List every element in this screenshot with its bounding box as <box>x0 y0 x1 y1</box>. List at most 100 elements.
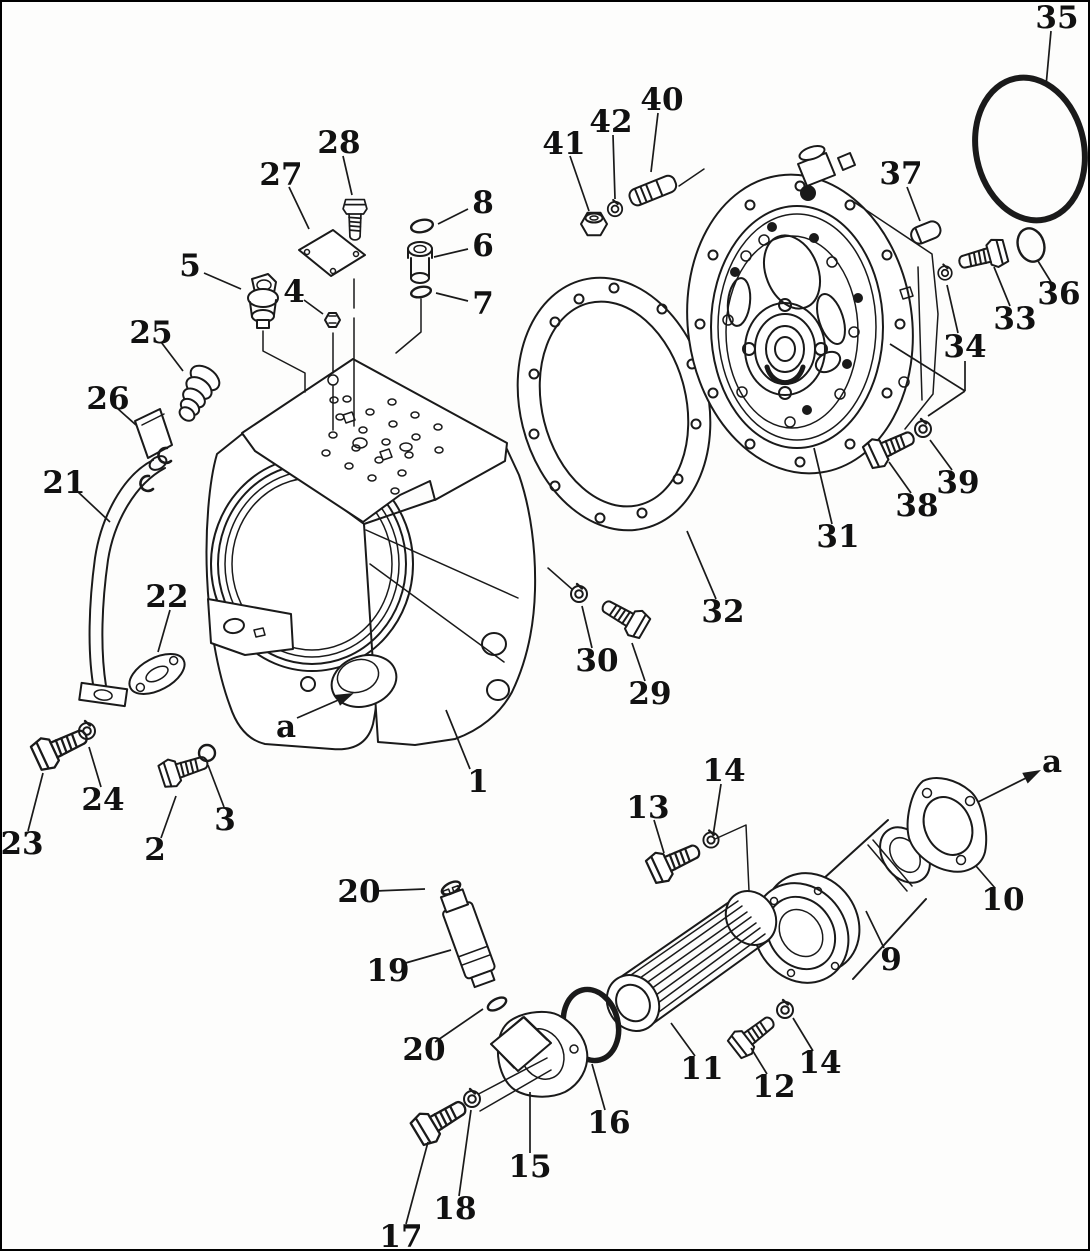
callout-label-3: 3 <box>214 802 236 838</box>
leader-line-18 <box>458 1109 472 1197</box>
leader-line-5 <box>203 272 242 290</box>
leader-line-19 <box>401 949 452 965</box>
callout-label-22: 22 <box>145 579 188 615</box>
leader-line-34 <box>889 343 966 392</box>
part-bolt-13 <box>643 834 707 887</box>
part-washer-42 <box>606 198 624 218</box>
leader-line-38 <box>888 461 912 494</box>
leader-line-1 <box>445 709 471 770</box>
leader-line-6 <box>433 248 469 258</box>
part-oring-20-upper <box>440 880 462 896</box>
leader-line-28 <box>342 155 353 196</box>
part-washer-39 <box>913 417 933 439</box>
view-arrowhead <box>1022 770 1041 784</box>
callout-label-39: 39 <box>936 465 979 501</box>
part-oring-8 <box>409 218 435 234</box>
callout-label-41: 41 <box>542 126 585 162</box>
leader-line-2 <box>160 795 177 839</box>
callout-label-12: 12 <box>752 1069 795 1105</box>
callout-label-42: 42 <box>589 104 632 140</box>
leader-line-23 <box>27 772 44 832</box>
callout-label-29: 29 <box>628 676 671 712</box>
part-stud-40 <box>628 168 705 207</box>
leader-line-36 <box>1037 260 1052 283</box>
part-oring-3 <box>197 743 217 763</box>
callout-label-32: 32 <box>701 594 744 630</box>
callout-label-33: 33 <box>993 301 1036 337</box>
part-flywheel-housing-31 <box>686 145 939 475</box>
callout-label-25: 25 <box>129 315 172 351</box>
leader-line-34 <box>946 284 959 334</box>
callout-label-19: 19 <box>366 953 409 989</box>
callout-label-36: 36 <box>1037 276 1080 312</box>
callout-label-38: 38 <box>895 488 938 524</box>
part-gasket-22 <box>128 653 186 695</box>
part-gasket-32 <box>516 276 712 532</box>
part-washer-34 <box>937 263 953 281</box>
callout-label-31: 31 <box>816 519 859 555</box>
callout-label-10: 10 <box>981 882 1024 918</box>
leader-line-14 <box>712 783 722 837</box>
callout-label-14: 14 <box>798 1045 841 1081</box>
callout-label-21: 21 <box>42 465 85 501</box>
leader-line-25 <box>160 341 184 372</box>
leader-line-9 <box>865 910 885 949</box>
leader-line-14 <box>792 1017 814 1052</box>
callout-label-6: 6 <box>472 228 494 264</box>
callout-label-7: 7 <box>472 286 494 322</box>
callout-label-14: 14 <box>702 753 745 789</box>
callout-label-30: 30 <box>575 643 618 679</box>
callout-label-5: 5 <box>179 248 201 284</box>
leader-line-29 <box>631 642 646 682</box>
callout-label-9: 9 <box>880 942 902 978</box>
part-bolt-28 <box>342 198 368 241</box>
part-tube-21 <box>78 455 168 708</box>
part-plug-37 <box>910 220 942 245</box>
leader-line-10 <box>975 865 996 889</box>
leader-washer-14 <box>714 824 750 892</box>
part-washer-14-lower <box>775 998 795 1020</box>
leader-line-26 <box>116 407 137 426</box>
leader-line-37 <box>906 186 921 222</box>
callout-label-a: a <box>1042 744 1062 780</box>
callout-label-35: 35 <box>1035 2 1078 36</box>
leader-line-39 <box>929 439 953 471</box>
part-cover-plate-27 <box>298 229 366 427</box>
callout-label-37: 37 <box>879 156 922 192</box>
callout-label-8: 8 <box>472 185 494 221</box>
callout-label-1: 1 <box>467 764 489 800</box>
callout-label-4: 4 <box>283 274 305 310</box>
leader-line-40 <box>650 112 659 173</box>
part-plug-2 <box>156 747 213 791</box>
part-oring-35 <box>972 74 1088 224</box>
leader-line-16 <box>591 1063 606 1111</box>
part-sensor-5 <box>247 273 306 393</box>
part-oring-36 <box>1016 227 1046 263</box>
part-sleeve-9 <box>752 819 931 984</box>
part-bracket-26 <box>134 408 173 493</box>
callout-label-27: 27 <box>259 157 302 193</box>
part-tube-19 <box>439 884 496 989</box>
part-gasket-10 <box>906 777 988 873</box>
leader-line-17 <box>405 1141 429 1225</box>
leader-line-13 <box>653 819 665 854</box>
leader-line-a <box>296 697 344 719</box>
leader-line-22 <box>157 609 171 653</box>
part-bolt-33 <box>954 236 1011 278</box>
leader-line-31 <box>813 447 833 525</box>
leader-line-11 <box>670 1022 696 1057</box>
part-bolt-29 <box>595 591 653 642</box>
part-elbow-15 <box>470 1010 589 1112</box>
callout-label-20: 20 <box>402 1032 445 1068</box>
leader-line-32 <box>686 530 717 600</box>
leader-line-27 <box>288 186 310 230</box>
callout-label-16: 16 <box>587 1105 630 1141</box>
leader-washer-30 <box>547 567 574 591</box>
callout-label-34: 34 <box>943 329 986 365</box>
callout-label-17: 17 <box>379 1219 422 1251</box>
part-nut-41 <box>580 211 608 237</box>
part-bolt-17 <box>407 1090 474 1150</box>
callout-label-20: 20 <box>337 874 380 910</box>
